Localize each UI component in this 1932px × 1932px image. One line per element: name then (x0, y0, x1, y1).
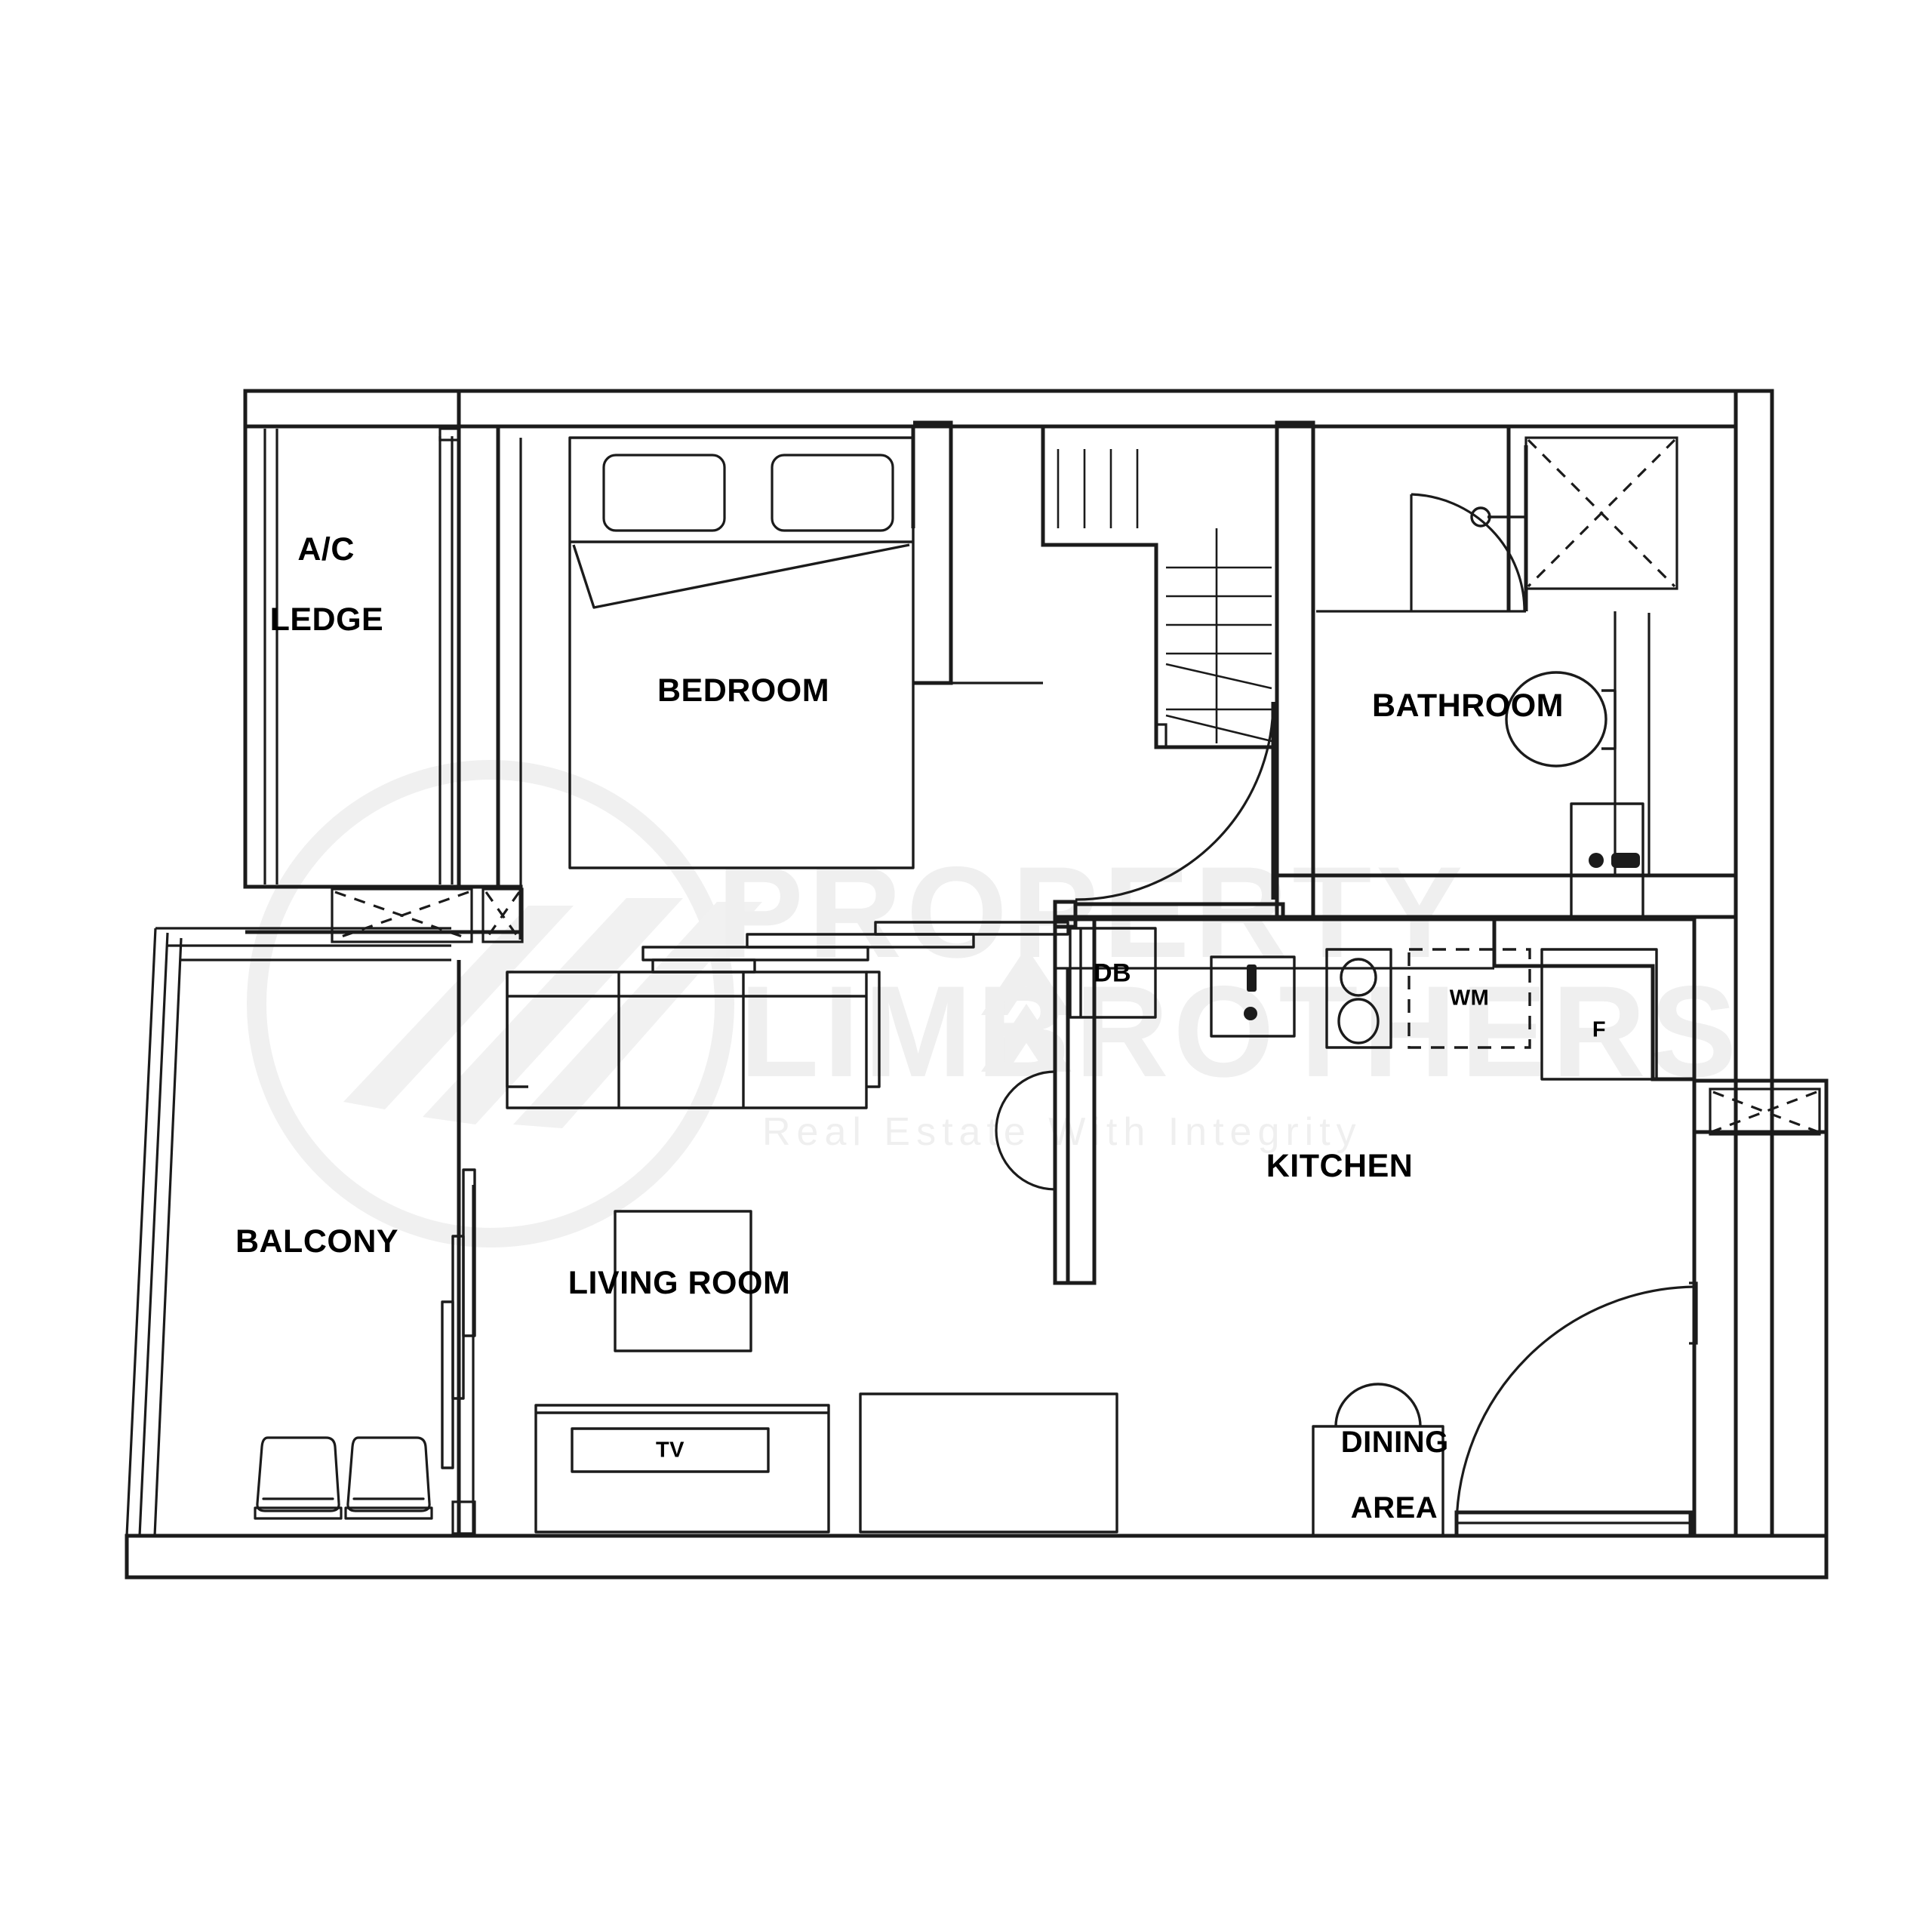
bedroom-window (331, 888, 524, 943)
ac-ledge-label-line2: LEDGE (269, 601, 384, 638)
bedroom-furniture (568, 436, 915, 869)
sliding-door (441, 1168, 476, 1535)
ac-ledge-label-line1: A/C (297, 531, 355, 568)
fixture-label-db: DB (1093, 958, 1132, 988)
kitchen-fixtures (995, 917, 1821, 1285)
room-label-living-room: LIVING ROOM (568, 1264, 791, 1301)
fixture-label-tv: TV (655, 1438, 685, 1463)
corridor-details (949, 423, 1043, 685)
dining-label-line2: AREA (1350, 1491, 1438, 1524)
entry-door (1454, 1281, 1698, 1538)
room-label-balcony: BALCONY (235, 1223, 399, 1260)
dining-label-line1: DINING (1340, 1426, 1449, 1460)
dining-furniture (1312, 1383, 1444, 1537)
bathroom-fixtures (1075, 436, 1678, 918)
balcony-furniture (254, 1436, 433, 1520)
room-label-dining-area: DINING AREA (1306, 1394, 1449, 1557)
fixture-label-fridge: F (1592, 1017, 1607, 1042)
room-label-bathroom: BATHROOM (1371, 687, 1564, 724)
room-label-ac-ledge: A/C LEDGE (232, 497, 383, 672)
room-label-bedroom: BEDROOM (657, 672, 830, 709)
wardrobe (1041, 424, 1279, 749)
living-room-furniture (506, 921, 1118, 1534)
fixture-label-wm: WM (1449, 986, 1490, 1011)
room-label-kitchen: KITCHEN (1266, 1147, 1414, 1184)
structural-walls (125, 389, 1829, 1580)
